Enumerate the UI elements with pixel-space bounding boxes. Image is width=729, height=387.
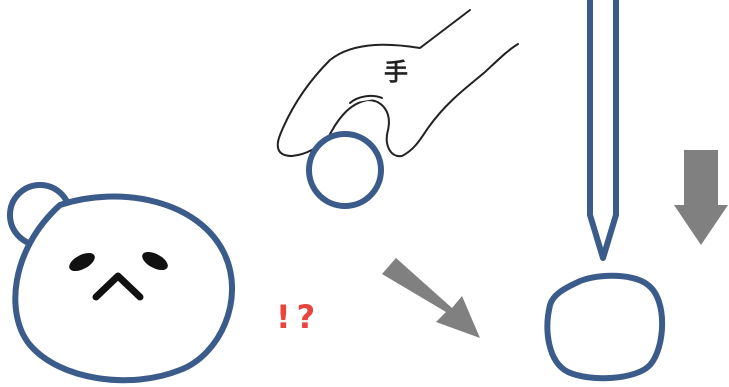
circle-icon (306, 131, 384, 209)
bubble-icon (544, 272, 666, 382)
bear-right-eye (142, 251, 168, 271)
bear-left-eye (69, 252, 95, 272)
reaction-text: !? (276, 298, 322, 336)
hand-icon (276, 9, 519, 158)
arrow-diagonal-icon (382, 258, 480, 338)
arrow-down-icon (674, 150, 728, 245)
needle-icon (587, 0, 619, 261)
bear-face-icon (7, 182, 236, 384)
bear-mouth (92, 272, 144, 301)
hand-label: 手 (384, 58, 408, 86)
